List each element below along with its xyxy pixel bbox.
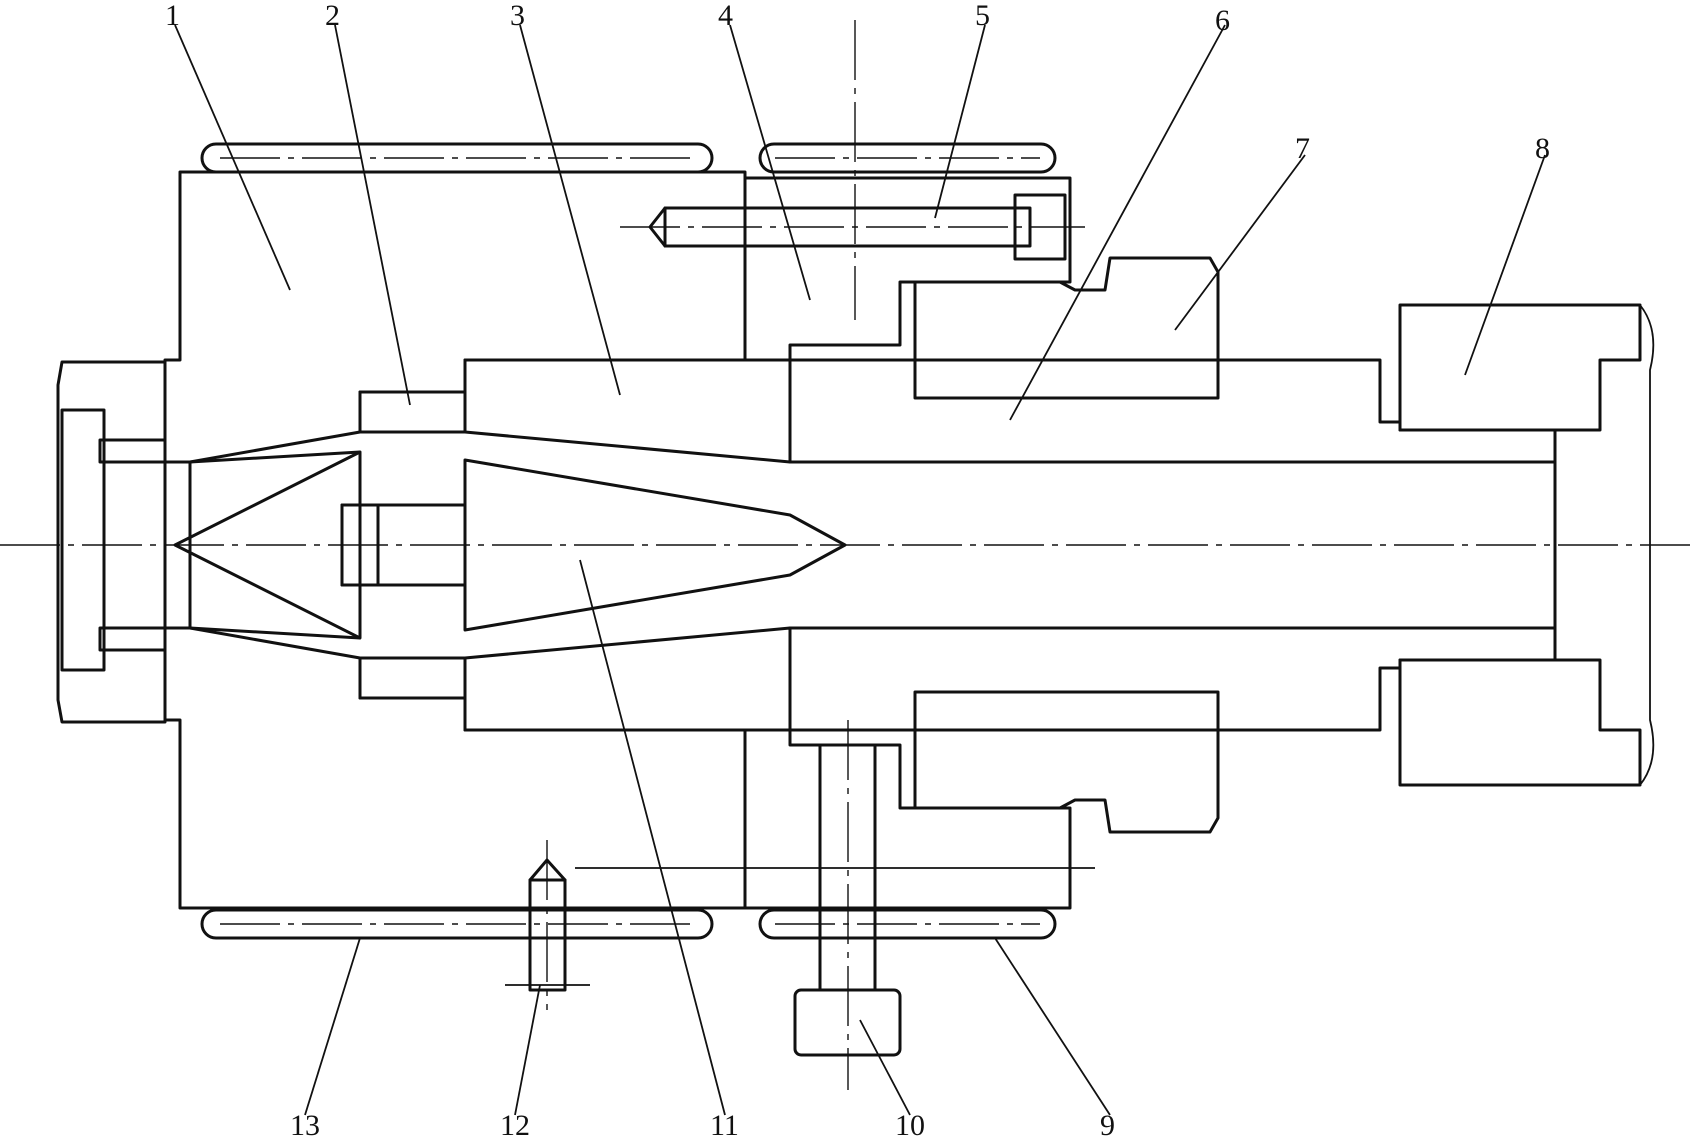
bolt-part-10: [793, 720, 902, 1090]
end-cap: [56, 360, 167, 724]
bolt-part-5: [620, 193, 1085, 261]
screw-part-12: [505, 840, 1095, 1010]
die-body-part-1: [98, 170, 747, 910]
part-label-10: 10: [895, 1109, 925, 1140]
part-label-2: 2: [325, 0, 340, 32]
part-label-7: 7: [1295, 132, 1310, 165]
part-label-13: 13: [290, 1109, 320, 1140]
center-lines: [0, 20, 1690, 546]
part-labels: 1 2 3 4 5 6 7 8 9 10 11 12 13: [165, 0, 1550, 1140]
part-label-11: 11: [710, 1109, 739, 1140]
part-label-9: 9: [1100, 1109, 1115, 1140]
leader-lines: [174, 24, 1546, 1116]
part-label-3: 3: [510, 0, 525, 32]
part-label-5: 5: [975, 0, 990, 32]
clamp-nut-part-7: [913, 256, 1220, 834]
part-label-4: 4: [718, 0, 733, 32]
part-label-6: 6: [1215, 4, 1230, 37]
flange-part-4: [743, 176, 1072, 910]
heater-band-part-9: [758, 142, 1057, 940]
heater-band-part-13: [200, 142, 714, 940]
part-label-1: 1: [165, 0, 180, 32]
part-label-12: 12: [500, 1109, 530, 1140]
part-label-8: 8: [1535, 132, 1550, 165]
